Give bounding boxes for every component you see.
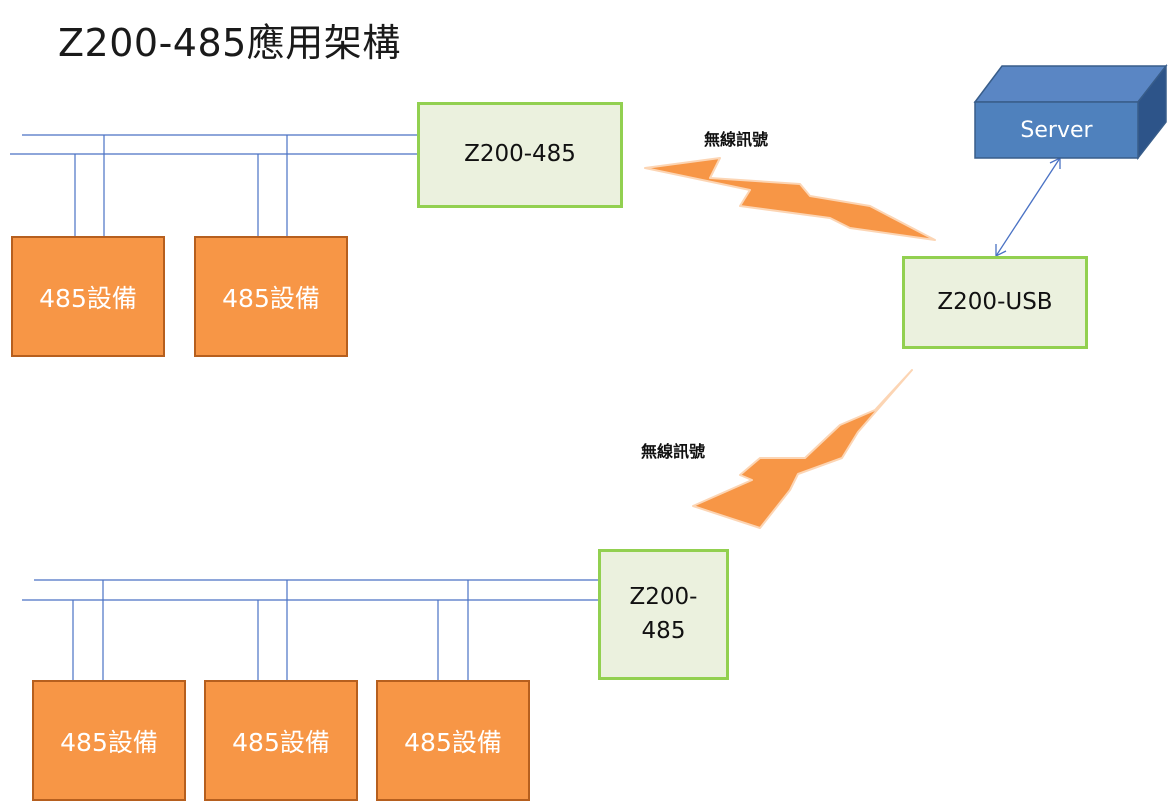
device-485-bottom-1: 485設備: [32, 680, 186, 801]
z200-485-top-node: Z200-485: [417, 102, 623, 208]
z200-485-bottom-line1: Z200-: [629, 584, 698, 611]
diagram-title: Z200-485應用架構: [58, 21, 401, 65]
device-485-bottom-3: 485設備: [376, 680, 530, 801]
wireless-signal-top-icon: [644, 157, 936, 241]
bottom-bus: [22, 579, 600, 680]
device-label: 485設備: [232, 727, 330, 757]
wireless-signal-bottom-icon: [692, 369, 913, 529]
top-bus: [10, 134, 418, 236]
z200-485-bottom-line2: 485: [641, 617, 686, 644]
server-box: [973, 63, 1168, 161]
device-485-top-1: 485設備: [11, 236, 165, 357]
device-label: 485設備: [404, 727, 502, 757]
device-label: 485設備: [39, 283, 137, 313]
device-label: 485設備: [222, 283, 320, 313]
device-label: 485設備: [60, 727, 158, 757]
z200-usb-node: Z200-USB: [902, 256, 1088, 349]
device-485-top-2: 485設備: [194, 236, 348, 357]
z200-usb-label: Z200-USB: [937, 288, 1053, 315]
server-usb-link: [995, 156, 1061, 258]
signal-label-top: 無線訊號: [704, 130, 769, 149]
device-485-bottom-2: 485設備: [204, 680, 358, 801]
z200-485-bottom-node: Z200- 485: [598, 549, 729, 680]
server-label: Server: [1020, 117, 1093, 143]
z200-485-top-label: Z200-485: [464, 141, 576, 168]
signal-label-bottom: 無線訊號: [641, 442, 706, 461]
